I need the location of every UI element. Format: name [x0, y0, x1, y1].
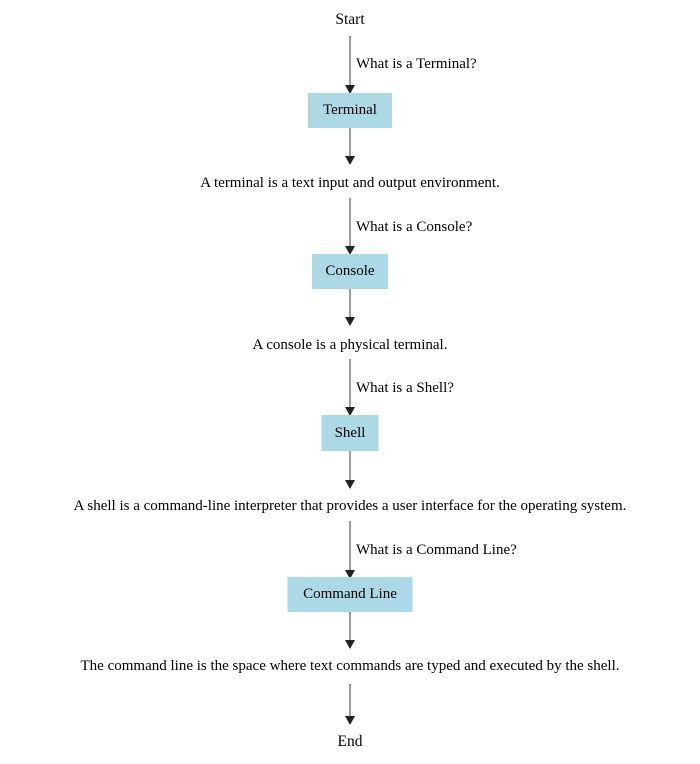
- edge-start-to-terminal: [349, 36, 351, 88]
- node-command-line-description: The command line is the space where text…: [80, 658, 620, 674]
- arrowhead-command-line-to-cmdline-desc: [345, 640, 355, 649]
- edge-console-to-console-desc: [349, 289, 351, 321]
- node-command-line[interactable]: Command Line: [287, 577, 413, 612]
- node-console[interactable]: Console: [312, 254, 388, 289]
- edge-label-what-is-a-shell: What is a Shell?: [356, 380, 454, 396]
- arrowhead-terminal-desc-to-console: [345, 246, 355, 255]
- arrowhead-console-to-console-desc: [345, 317, 355, 326]
- edge-shell-desc-to-command-line: [349, 521, 351, 574]
- edge-command-line-to-cmdline-desc: [349, 612, 351, 644]
- node-shell-description: A shell is a command-line interpreter th…: [73, 498, 627, 514]
- edge-label-what-is-a-command-line: What is a Command Line?: [356, 542, 517, 558]
- edge-cmdline-desc-to-end: [349, 684, 351, 720]
- node-shell[interactable]: Shell: [321, 415, 379, 451]
- arrowhead-cmdline-desc-to-end: [345, 716, 355, 725]
- arrowhead-start-to-terminal: [345, 85, 355, 94]
- edge-console-desc-to-shell: [349, 359, 351, 411]
- edge-label-what-is-a-terminal: What is a Terminal?: [356, 56, 477, 72]
- node-terminal-description: A terminal is a text input and output en…: [200, 175, 500, 191]
- node-end: End: [337, 733, 363, 750]
- edge-label-what-is-a-console: What is a Console?: [356, 219, 473, 235]
- arrowhead-terminal-to-terminal-desc: [345, 156, 355, 165]
- edge-terminal-desc-to-console: [349, 198, 351, 250]
- edge-terminal-to-terminal-desc: [349, 128, 351, 160]
- node-start: Start: [335, 11, 365, 28]
- edge-shell-to-shell-desc: [349, 451, 351, 484]
- arrowhead-shell-to-shell-desc: [345, 480, 355, 489]
- node-terminal[interactable]: Terminal: [308, 93, 392, 128]
- arrowhead-console-desc-to-shell: [345, 407, 355, 416]
- node-console-description: A console is a physical terminal.: [252, 337, 448, 353]
- arrowhead-shell-desc-to-command-line: [345, 570, 355, 579]
